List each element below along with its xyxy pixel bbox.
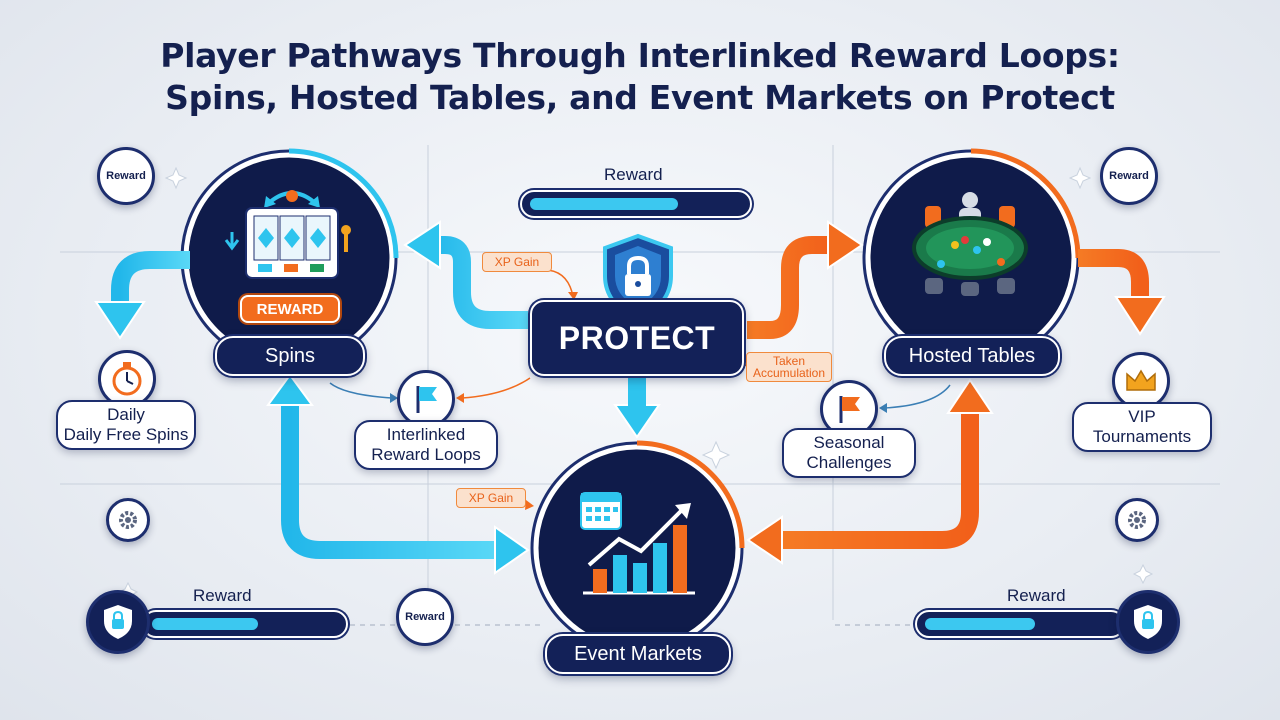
shield-lock-icon [1134,605,1162,639]
hosted-tables-node[interactable]: Hosted Tables [884,336,1060,376]
calendar-chart-icon [580,492,695,595]
bottom-right-reward-bar [915,610,1125,638]
flag-icon [416,386,437,413]
reward-badge-top-right: Reward [1100,147,1158,205]
title-line-2: Spins, Hosted Tables, and Event Markets … [165,78,1115,117]
title-line-1: Player Pathways Through Interlinked Rewa… [160,36,1120,75]
slot-machine-icon [224,190,351,279]
spins-node[interactable]: Spins [215,336,365,376]
reward-badge-bottom: Reward [396,588,454,646]
daily-label-2: Daily Free Spins [63,425,189,444]
bottom-right-reward-label: Reward [1007,586,1066,605]
bottom-right-shield-badge [1116,590,1180,654]
spins-reward-badge: REWARD [240,295,340,323]
seasonal-label-1: Seasonal [813,433,885,452]
top-reward-label: Reward [604,165,663,184]
seasonal-label-2: Challenges [806,453,892,472]
crown-icon [1126,369,1156,391]
top-reward-bar [520,190,752,218]
daily-label-1: Daily [107,405,145,424]
interlinked-label-1: Interlinked [386,425,466,444]
event-markets-node[interactable]: Event Markets [545,634,731,674]
shield-lock-icon [603,233,673,323]
token-accumulation-tag: Taken Accumulation [746,352,832,382]
gear-badge-left [106,498,150,542]
stopwatch-icon [112,362,142,396]
bottom-left-shield-badge [86,590,150,654]
bottom-right-reward-fill [925,618,1035,630]
reward-badge-top-left: Reward [97,147,155,205]
gear-icon [119,511,137,529]
gear-icon [1128,511,1146,529]
bottom-left-reward-fill [152,618,258,630]
shield-lock-icon [104,605,132,639]
vip-label-1: VIP [1128,407,1156,426]
bottom-left-reward-bar [142,610,348,638]
flag-icon [839,396,860,423]
poker-table-icon [912,192,1028,296]
bottom-left-reward-label: Reward [193,586,252,605]
protect-center-node[interactable]: PROTECT [530,300,744,376]
xp-gain-tag-bottom: XP Gain [456,488,526,508]
xp-gain-tag-top: XP Gain [482,252,552,272]
interlinked-label-2: Reward Loops [371,445,481,464]
top-reward-fill [530,198,678,210]
gear-badge-right [1115,498,1159,542]
vip-label-2: Tournaments [1092,427,1192,446]
